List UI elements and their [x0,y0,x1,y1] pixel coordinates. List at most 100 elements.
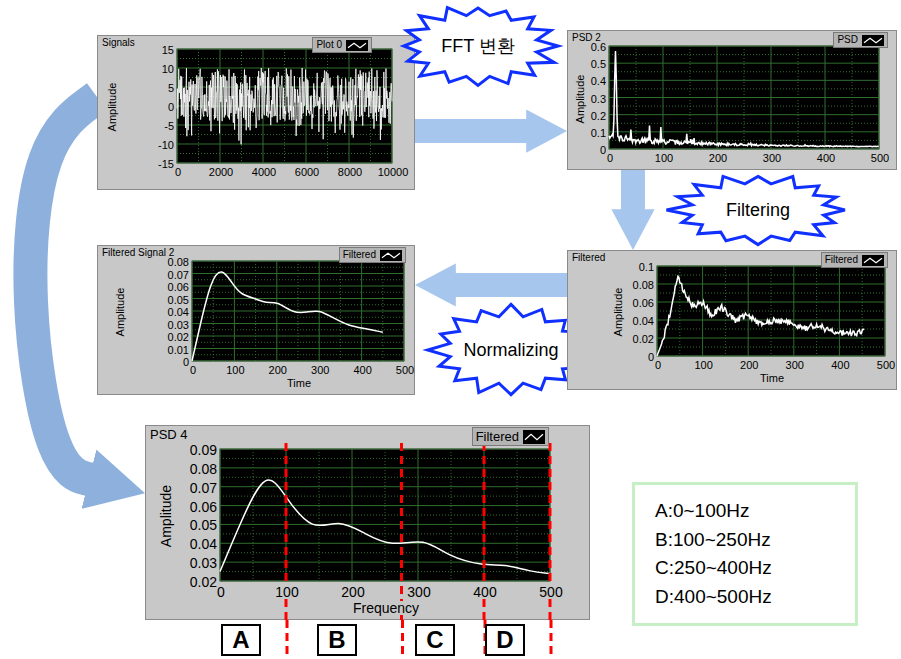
icon-wave [382,253,400,257]
grid-line [657,275,885,276]
icon-ground [346,40,368,51]
tick-label: 0 [648,352,654,363]
plot-legend-label: Filtered [476,430,519,443]
range-label: A:0~100Hz [655,497,835,526]
grid-line [192,304,404,305]
range-label: C:250~400Hz [655,554,835,583]
grid-line [220,562,550,563]
grid-line [220,571,550,572]
grid-line [657,347,885,348]
grid-line [177,163,392,164]
tick-label: -15 [158,159,174,170]
panel-title: Signals [102,38,135,48]
grid-line [177,125,392,126]
flow-arrow [415,119,529,143]
tick-label: 8000 [338,167,362,178]
grid-line [177,58,392,59]
icon-ground [862,35,884,46]
tick-label: 400 [473,585,496,599]
tick-label: 0 [175,167,181,178]
band-divider [550,620,553,658]
grid-line [793,266,794,356]
tick-label: 0.4 [591,76,606,87]
grid-line [220,581,550,582]
grid-line [220,505,550,506]
tick-label: 0.06 [190,500,217,514]
icon-ground [523,430,545,444]
tick-label: 0.5 [591,59,606,70]
tick-label: 0 [607,153,613,164]
grid-line [839,266,840,356]
band-letter-box: A [221,624,261,656]
plot-legend-icon [862,35,884,46]
tick-label: 0 [600,145,606,156]
tick-label: 300 [311,365,329,376]
tick-label: 400 [353,365,371,376]
grid-line [192,298,404,299]
grid-line [192,342,404,343]
range-label: D:400~500Hz [655,583,835,612]
grid-line [192,336,404,337]
tick-label: 500 [539,585,562,599]
axis-title: Amplitude [115,288,126,337]
signal-curve [609,51,879,147]
plot-legend: Filtered [472,427,549,446]
icon-wave [525,434,543,440]
grid [657,266,885,356]
icon-wave [348,43,366,47]
tick-label: -10 [158,140,174,151]
flow-arrow [621,170,645,212]
tick-label: 5 [168,83,174,94]
grid [220,449,550,581]
plot-legend-icon [862,255,884,266]
tick-label: 300 [786,360,804,371]
tick-label: 0.04 [633,316,654,327]
plot-area [609,46,879,149]
tick-label: 0.2 [591,110,606,121]
chart-panel: FilteredFilteredAmplitude0.10.080.060.04… [567,250,897,390]
grid-line [609,140,879,141]
tick-label: 0 [655,360,661,371]
axis-title: Frequency [353,601,419,615]
panel-title: PSD 4 [150,428,188,441]
grid-line [192,311,404,312]
grid-line [192,317,404,318]
grid-line [192,348,404,349]
tick-label: 500 [871,153,889,164]
plot-legend: Filtered [339,247,406,263]
grid-line [192,286,404,287]
axis-title: Amplitude [159,485,173,547]
tick-label: 0.08 [633,280,654,291]
grid-line [192,279,404,280]
grid-line [220,533,550,534]
grid-line [609,80,879,81]
grid-line [177,153,392,154]
tick-label: 0.02 [168,332,189,343]
grid-line [657,356,885,357]
tick-label: 0.06 [168,282,189,293]
tick-label: 0.04 [190,537,217,551]
grid-line [192,292,404,293]
tick-label: 0.1 [591,127,606,138]
axis-title: Amplitude [575,74,586,123]
tick-label: 0.1 [639,262,654,273]
plot-legend-label: PSD [837,35,858,45]
chart-panel: FilteredPSD 4Amplitude0.090.080.070.060.… [145,425,590,620]
tick-label: 10 [162,64,174,75]
tick-label: 500 [877,360,895,371]
starburst-outline [404,8,558,86]
grid-line [192,354,404,355]
grid-line [609,149,879,150]
grid-line [220,552,550,553]
tick-label: 100 [694,360,712,371]
grid-line [657,320,885,321]
tick-label: 200 [709,153,727,164]
band-letter: B [327,627,347,653]
grid-line [220,477,550,478]
tick-label: 300 [407,585,430,599]
starburst-callout: Filtering [662,170,854,250]
signal-curve [177,68,392,144]
panel-title: Filtered Signal 2 [102,248,174,258]
signal-curve [657,276,864,356]
grid-line [609,97,879,98]
